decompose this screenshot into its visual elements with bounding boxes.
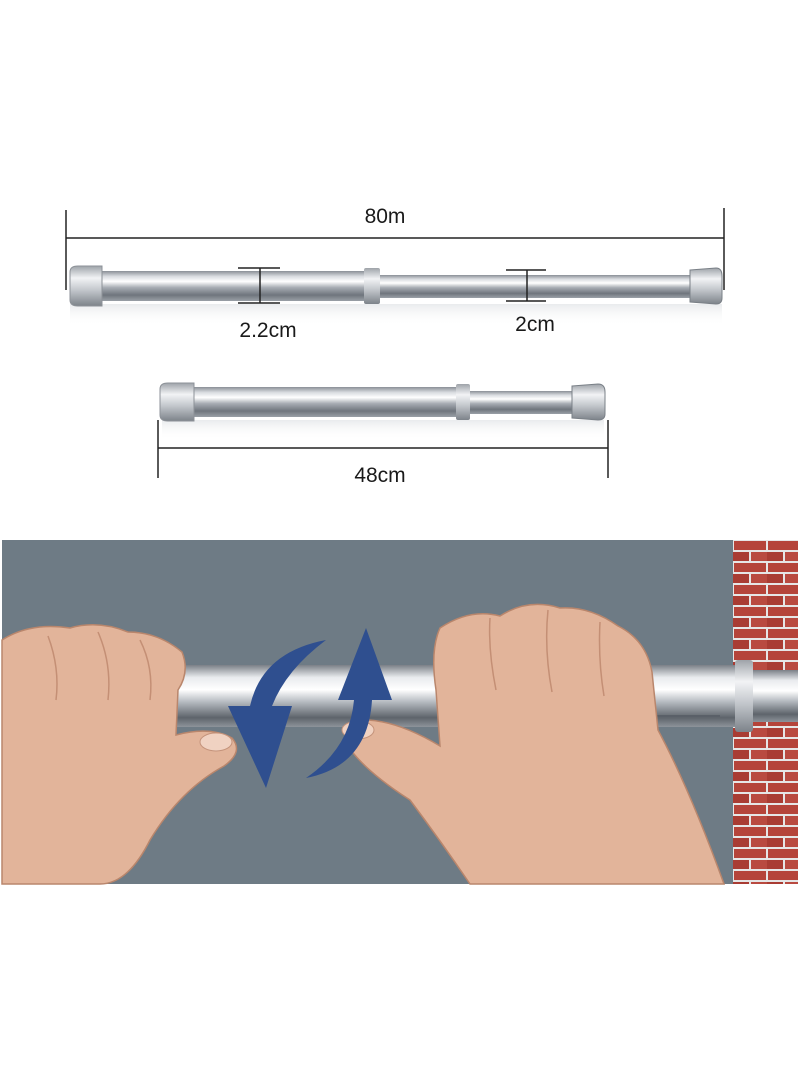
thin-diameter-label: 2cm — [515, 313, 555, 336]
installation-scene — [1, 540, 798, 885]
thin-tube — [380, 275, 695, 298]
rotate-arrow-down-icon — [228, 640, 326, 788]
retracted-thick-tube — [192, 387, 460, 417]
right-end-cap — [689, 267, 723, 305]
retracted-rod-reflection — [162, 420, 604, 440]
rod-closeup-collar — [735, 660, 753, 732]
retracted-left-cap — [159, 382, 195, 422]
retracted-rod-diagram: 48cm — [157, 382, 609, 487]
left-end-cap — [69, 265, 103, 307]
rod-closeup-thin — [753, 670, 798, 722]
retracted-thin-tube — [470, 391, 575, 414]
retracted-right-cap — [571, 383, 606, 421]
retracted-joint-collar — [456, 384, 470, 420]
thick-tube — [100, 271, 372, 301]
rotate-arrow-up-icon — [306, 628, 392, 778]
thick-diameter-label: 2.2cm — [239, 319, 296, 342]
extended-length-label: 80m — [365, 205, 406, 228]
joint-collar — [364, 268, 380, 304]
rod-reflection — [70, 304, 722, 326]
extended-rod-diagram: 80m 2.2cm 2cm — [65, 205, 725, 342]
left-hand — [1, 624, 238, 885]
retracted-length-label: 48cm — [354, 464, 405, 487]
